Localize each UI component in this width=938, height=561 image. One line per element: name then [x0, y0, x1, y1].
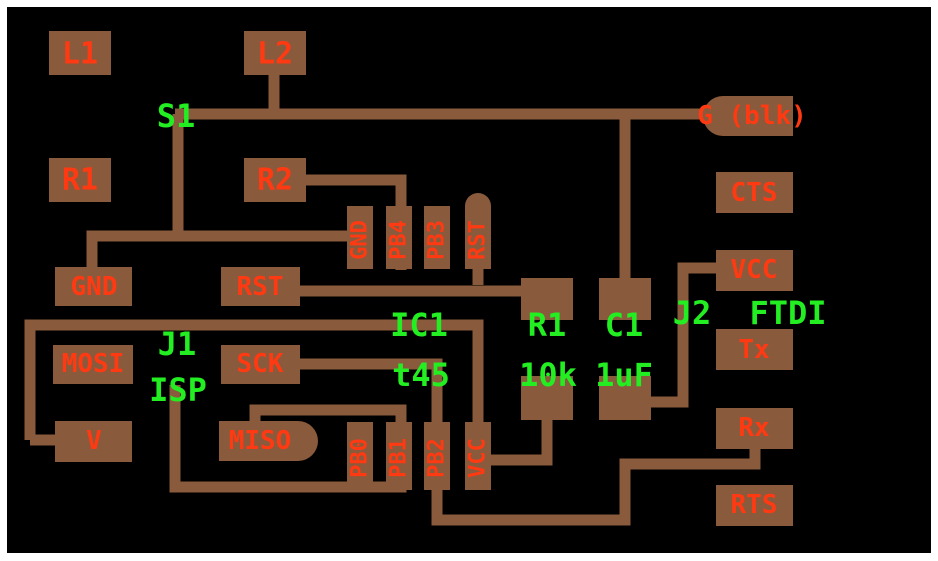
label-r2: R2: [257, 163, 293, 198]
ic-pin-pb4-label: PB4: [387, 220, 412, 260]
pads: [49, 31, 793, 526]
label-g-blk: G (blk): [697, 101, 807, 131]
pad-cts: [716, 172, 793, 213]
pad-tx: [716, 329, 793, 370]
ic-pin-rst-pad: [465, 193, 491, 269]
ic-pin-pb0-pad: [347, 422, 373, 490]
r1-bottom-pad: [521, 376, 573, 420]
pad-r2: [244, 158, 306, 202]
ic-pin-pb4-pad: [386, 206, 412, 269]
ic-pin-pb1-pad: [386, 422, 412, 490]
pad-labels: L1 L2 R1 R2 GND RST MOSI SCK V MISO G (b…: [62, 37, 807, 521]
label-gnd: GND: [71, 272, 118, 302]
ic-pin-pb1-label: PB1: [387, 438, 412, 478]
trace-gnd-pin: [86, 230, 360, 270]
label-sck: SCK: [237, 349, 284, 379]
trace-vcc-loop: [24, 319, 553, 466]
pad-r1: [49, 158, 111, 202]
pad-mosi: [53, 345, 133, 384]
pad-rx: [716, 408, 793, 449]
trace-sck-rx: [300, 358, 761, 526]
label-j2-name: FTDI: [749, 294, 826, 332]
pad-l1: [49, 31, 111, 75]
label-miso: MISO: [229, 426, 292, 456]
label-s1: S1: [157, 97, 196, 135]
ic-pin-vcc-label: VCC: [466, 438, 491, 478]
label-r1-ref: R1: [528, 306, 567, 344]
label-c1-value: 1uF: [595, 356, 653, 394]
part-labels: S1 J1 ISP IC1 t45 R1 10k C1 1uF J2 FTDI: [149, 97, 826, 409]
pad-vcc: [716, 250, 793, 291]
ic-pin-gnd-pad: [347, 206, 373, 269]
trace-c1-vcc: [650, 262, 716, 408]
pad-miso: [219, 421, 318, 461]
ic-pin-labels: GND PB4 PB3 RST PB0 PB1 PB2 VCC: [348, 220, 491, 478]
label-ic1-ref: IC1: [390, 306, 448, 344]
pad-rts: [716, 485, 793, 526]
pad-g-blk: [703, 96, 793, 136]
label-cts: CTS: [731, 178, 778, 208]
ic-pin-vcc-pad: [465, 422, 491, 490]
label-rts: RTS: [731, 490, 778, 520]
label-vcc: VCC: [731, 255, 778, 285]
r1-top-pad: [521, 278, 573, 320]
c1-bottom-pad: [599, 376, 651, 420]
label-ic1-value: t45: [392, 356, 450, 394]
pad-gnd: [55, 267, 132, 306]
label-mosi: MOSI: [62, 349, 125, 379]
pad-rst: [221, 267, 300, 306]
label-v: V: [86, 426, 102, 456]
ic-pin-pb3-label: PB3: [425, 220, 450, 260]
ic-pin-pb3-pad: [424, 206, 450, 269]
label-j1-name: ISP: [149, 371, 207, 409]
pad-v: [55, 421, 132, 462]
pad-sck: [221, 345, 300, 384]
label-r1: R1: [62, 163, 98, 198]
label-c1-ref: C1: [605, 306, 644, 344]
label-l1: L1: [62, 37, 98, 72]
label-l2: L2: [257, 37, 293, 72]
label-rst: RST: [237, 272, 284, 302]
label-tx: Tx: [738, 335, 769, 365]
label-j2-ref: J2: [673, 294, 712, 332]
label-rx: Rx: [738, 413, 769, 443]
label-r1-value: 10k: [519, 356, 577, 394]
ic-pin-rst-label: RST: [466, 220, 491, 260]
c1-top-pad: [599, 278, 651, 320]
pad-l2: [244, 31, 306, 75]
ic-pin-pb0-label: PB0: [348, 438, 373, 478]
ic-pin-pb2-pad: [424, 422, 450, 490]
label-j1-ref: J1: [158, 325, 197, 363]
ic-pin-gnd-label: GND: [348, 220, 373, 260]
ic-pin-pb2-label: PB2: [425, 438, 450, 478]
